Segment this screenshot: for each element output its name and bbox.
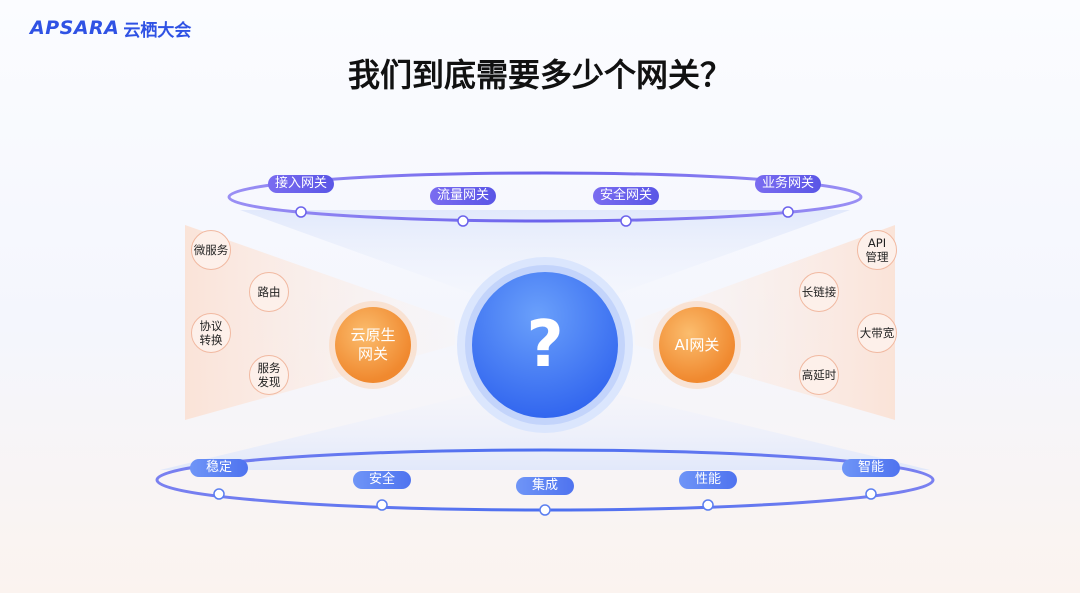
bottom-ring-dot (702, 499, 714, 511)
feature-bubble: 高延时 (799, 355, 839, 395)
top-ring-dot (295, 206, 307, 218)
top-ring-label: 流量网关 (429, 187, 497, 205)
page-title: 我们到底需要多少个网关？ (347, 56, 732, 94)
ai-gateway-hub: AI网关 (659, 307, 735, 383)
bottom-ring-label: 稳定 (189, 459, 249, 477)
top-beam (240, 210, 850, 300)
bottom-ring-dot (539, 504, 551, 516)
top-ring (227, 171, 863, 223)
question-mark-icon: ? (526, 308, 564, 382)
bottom-ring-dots (213, 488, 877, 516)
top-ring-dot (620, 215, 632, 227)
logo-subtitle: 云栖大会 (123, 20, 192, 41)
hub-label: AI网关 (674, 335, 720, 354)
top-ring-label: 接入网关 (267, 175, 335, 193)
hub-label: 云原生网关 (350, 326, 396, 363)
logo-brand: APSARA (30, 17, 120, 39)
bottom-ring-label: 性能 (678, 471, 738, 489)
bottom-ring-label: 集成 (515, 477, 575, 495)
feature-bubble: 长链接 (799, 272, 839, 312)
feature-bubble-label: API管理 (865, 236, 889, 264)
bottom-ring-dot (865, 488, 877, 500)
top-ring-dot (457, 215, 469, 227)
bottom-ring-dot (376, 499, 388, 511)
cloud-native-gateway-hub: 云原生网关 (335, 307, 411, 383)
feature-bubble: 协议转换 (191, 313, 231, 353)
bottom-ring-label: 安全 (352, 471, 412, 489)
top-ring-dot (782, 206, 794, 218)
center-circle (472, 272, 618, 418)
bottom-ring-label: 智能 (841, 459, 901, 477)
feature-bubble-label: 协议转换 (199, 319, 223, 347)
bottom-ring-dot (213, 488, 225, 500)
feature-bubble: 大带宽 (857, 313, 897, 353)
apsara-logo: APSARA 云栖大会 (30, 16, 192, 41)
feature-bubble: 微服务 (191, 230, 231, 270)
top-ring-label: 业务网关 (754, 175, 822, 193)
top-ring-dots (295, 206, 794, 227)
feature-bubble: 服务发现 (249, 355, 289, 395)
feature-bubble-label: 服务发现 (257, 361, 281, 389)
feature-bubble: API管理 (857, 230, 897, 270)
feature-bubble: 路由 (249, 272, 289, 312)
top-ring-label: 安全网关 (592, 187, 660, 205)
